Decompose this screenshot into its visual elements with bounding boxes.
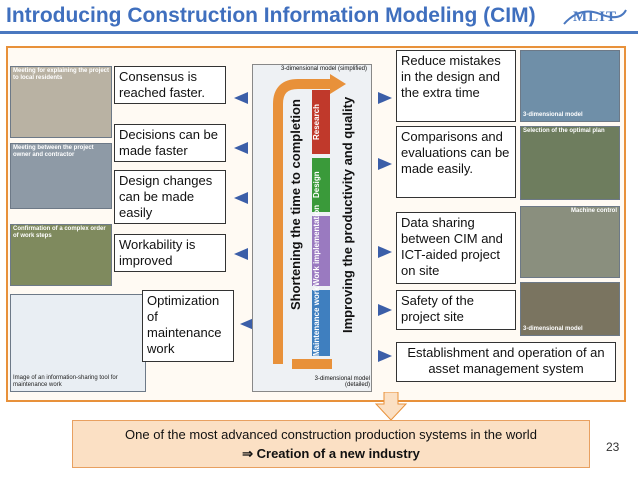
stage-maintenance: Maintenance work: [312, 287, 330, 356]
stage-work-implementation: Work implementation: [312, 205, 330, 286]
photo-caption: Machine control: [570, 208, 617, 214]
benefit-workability: Workability is improved: [114, 234, 226, 272]
arrow-right-icon: [378, 304, 392, 316]
title-rule: [0, 31, 638, 34]
photo-3d-model-slope: 3-dimensional model: [520, 282, 620, 336]
arrow-right-icon: [378, 92, 392, 104]
arrow-right-icon: [378, 350, 392, 362]
benefit-reduce-mistakes: Reduce mistakes in the design and the ex…: [396, 50, 516, 122]
photo-caption: Meeting between the project owner and co…: [13, 145, 94, 158]
photo-caption: Image of an information-sharing tool for…: [13, 375, 118, 388]
model-top-label: 3-dimensional model (simplified): [280, 66, 368, 72]
page-title: Introducing Construction Information Mod…: [6, 4, 536, 27]
benefit-safety: Safety of the project site: [396, 290, 516, 330]
photo-caption: Meeting for explaining the project to lo…: [13, 68, 110, 81]
photo-3d-model-pipes: 3-dimensional model: [520, 50, 620, 122]
arrow-left-icon: [240, 318, 254, 330]
mlit-logo: [560, 4, 630, 30]
down-arrow-icon: [374, 392, 408, 421]
benefit-comparisons: Comparisons and evaluations can be made …: [396, 126, 516, 198]
logo-swoosh-icon: [563, 9, 627, 25]
page-number: 23: [606, 440, 620, 454]
photo-machine-control: Machine control: [520, 206, 620, 278]
cycle-arrow-icon: [273, 74, 346, 369]
arrow-left-icon: [234, 248, 248, 260]
benefit-consensus: Consensus is reached faster.: [114, 66, 226, 104]
arrow-right-icon: [378, 158, 392, 170]
stage-research: Research: [312, 90, 330, 154]
conclusion-line-1: One of the most advanced construction pr…: [125, 427, 537, 442]
benefit-decisions: Decisions can be made faster: [114, 124, 226, 162]
photo-owner-contractor-meeting: Meeting between the project owner and co…: [10, 143, 112, 209]
photo-caption: 3-dimensional model: [523, 112, 583, 118]
benefit-asset-management: Establishment and operation of an asset …: [396, 342, 616, 382]
arrow-right-icon: [378, 246, 392, 258]
improving-productivity-label: Improving the productivity and quality: [340, 96, 355, 334]
benefit-data-sharing: Data sharing between CIM and ICT-aided p…: [396, 212, 516, 284]
photo-caption: Confirmation of a complex order of work …: [13, 226, 106, 239]
shortening-time-label: Shortening the time to completion: [288, 99, 303, 311]
benefit-maintenance: Optimization of maintenance work: [142, 290, 234, 362]
photo-residents-meeting: Meeting for explaining the project to lo…: [10, 66, 112, 138]
photo-caption: Selection of the optimal plan: [523, 128, 605, 134]
arrow-left-icon: [234, 92, 248, 104]
benefit-design-changes: Design changes can be made easily: [114, 170, 226, 224]
arrow-left-icon: [234, 142, 248, 154]
photo-caption: 3-dimensional model: [523, 326, 583, 332]
logo-text: MLIT: [572, 9, 617, 25]
photo-work-steps: Confirmation of a complex order of work …: [10, 224, 112, 286]
arrow-left-icon: [234, 192, 248, 204]
conclusion-line-2: ⇒ Creation of a new industry: [242, 446, 420, 461]
photo-maintenance-tool: Image of an information-sharing tool for…: [10, 294, 146, 392]
photo-optimal-plan: Selection of the optimal plan: [520, 126, 620, 200]
conclusion-box: One of the most advanced construction pr…: [72, 420, 590, 468]
model-bottom-label: 3-dimensional model (detailed): [314, 376, 370, 388]
stage-design: Design: [312, 158, 330, 212]
